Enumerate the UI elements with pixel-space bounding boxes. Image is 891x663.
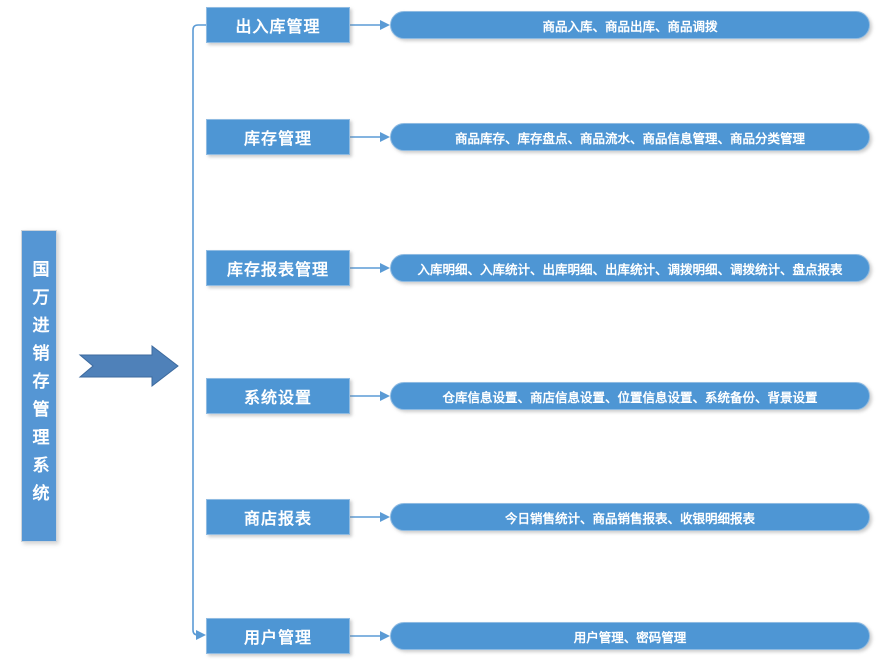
trunk-arrowhead-icon (196, 630, 206, 640)
detail-label: 仓库信息设置、商店信息设置、位置信息设置、系统备份、背景设置 (442, 390, 818, 405)
trunk-line (192, 24, 206, 636)
category-label: 用户管理 (243, 630, 312, 647)
connector-arrow-row-2 (350, 132, 390, 142)
connector-arrow-row-6 (350, 631, 390, 641)
detail-label: 入库明细、入库统计、出库明细、出库统计、调拨明细、调拨统计、盘点报表 (417, 262, 843, 277)
detail-pill-inventory-reports: 入库明细、入库统计、出库明细、出库统计、调拨明细、调拨统计、盘点报表 (390, 254, 870, 282)
connector-arrow-row-3 (350, 263, 390, 273)
connector-arrow-row-5 (350, 512, 390, 522)
root-node: 国万进销存管理系统 (21, 230, 57, 542)
detail-label: 商品入库、商品出库、商品调拨 (542, 19, 718, 34)
detail-pill-store-reports: 今日销售统计、商品销售报表、收银明细报表 (390, 503, 870, 531)
category-box-inventory: 库存管理 (206, 119, 350, 155)
category-box-store-reports: 商店报表 (206, 499, 350, 535)
connector-arrow-row-4 (350, 391, 390, 401)
category-label: 商店报表 (243, 511, 312, 528)
detail-label: 商品库存、库存盘点、商品流水、商品信息管理、商品分类管理 (454, 131, 805, 146)
category-box-user-management: 用户管理 (206, 618, 350, 654)
big-arrow-shape (78, 344, 179, 388)
detail-pill-inventory: 商品库存、库存盘点、商品流水、商品信息管理、商品分类管理 (390, 123, 870, 151)
category-label: 系统设置 (243, 390, 312, 407)
connector-arrow-row-1 (350, 20, 390, 30)
detail-label: 今日销售统计、商品销售报表、收银明细报表 (504, 511, 755, 526)
root-title: 国万进销存管理系统 (29, 260, 49, 512)
category-label: 库存报表管理 (226, 262, 329, 279)
category-box-warehouse-io: 出入库管理 (206, 7, 350, 43)
detail-pill-warehouse-io: 商品入库、商品出库、商品调拨 (390, 11, 870, 39)
category-box-inventory-reports: 库存报表管理 (206, 250, 350, 286)
category-label: 出入库管理 (235, 19, 321, 36)
detail-label: 用户管理、密码管理 (573, 630, 687, 645)
category-label: 库存管理 (243, 131, 312, 148)
detail-pill-user-management: 用户管理、密码管理 (390, 622, 870, 650)
category-box-system-settings: 系统设置 (206, 378, 350, 414)
detail-pill-system-settings: 仓库信息设置、商店信息设置、位置信息设置、系统备份、背景设置 (390, 382, 870, 410)
